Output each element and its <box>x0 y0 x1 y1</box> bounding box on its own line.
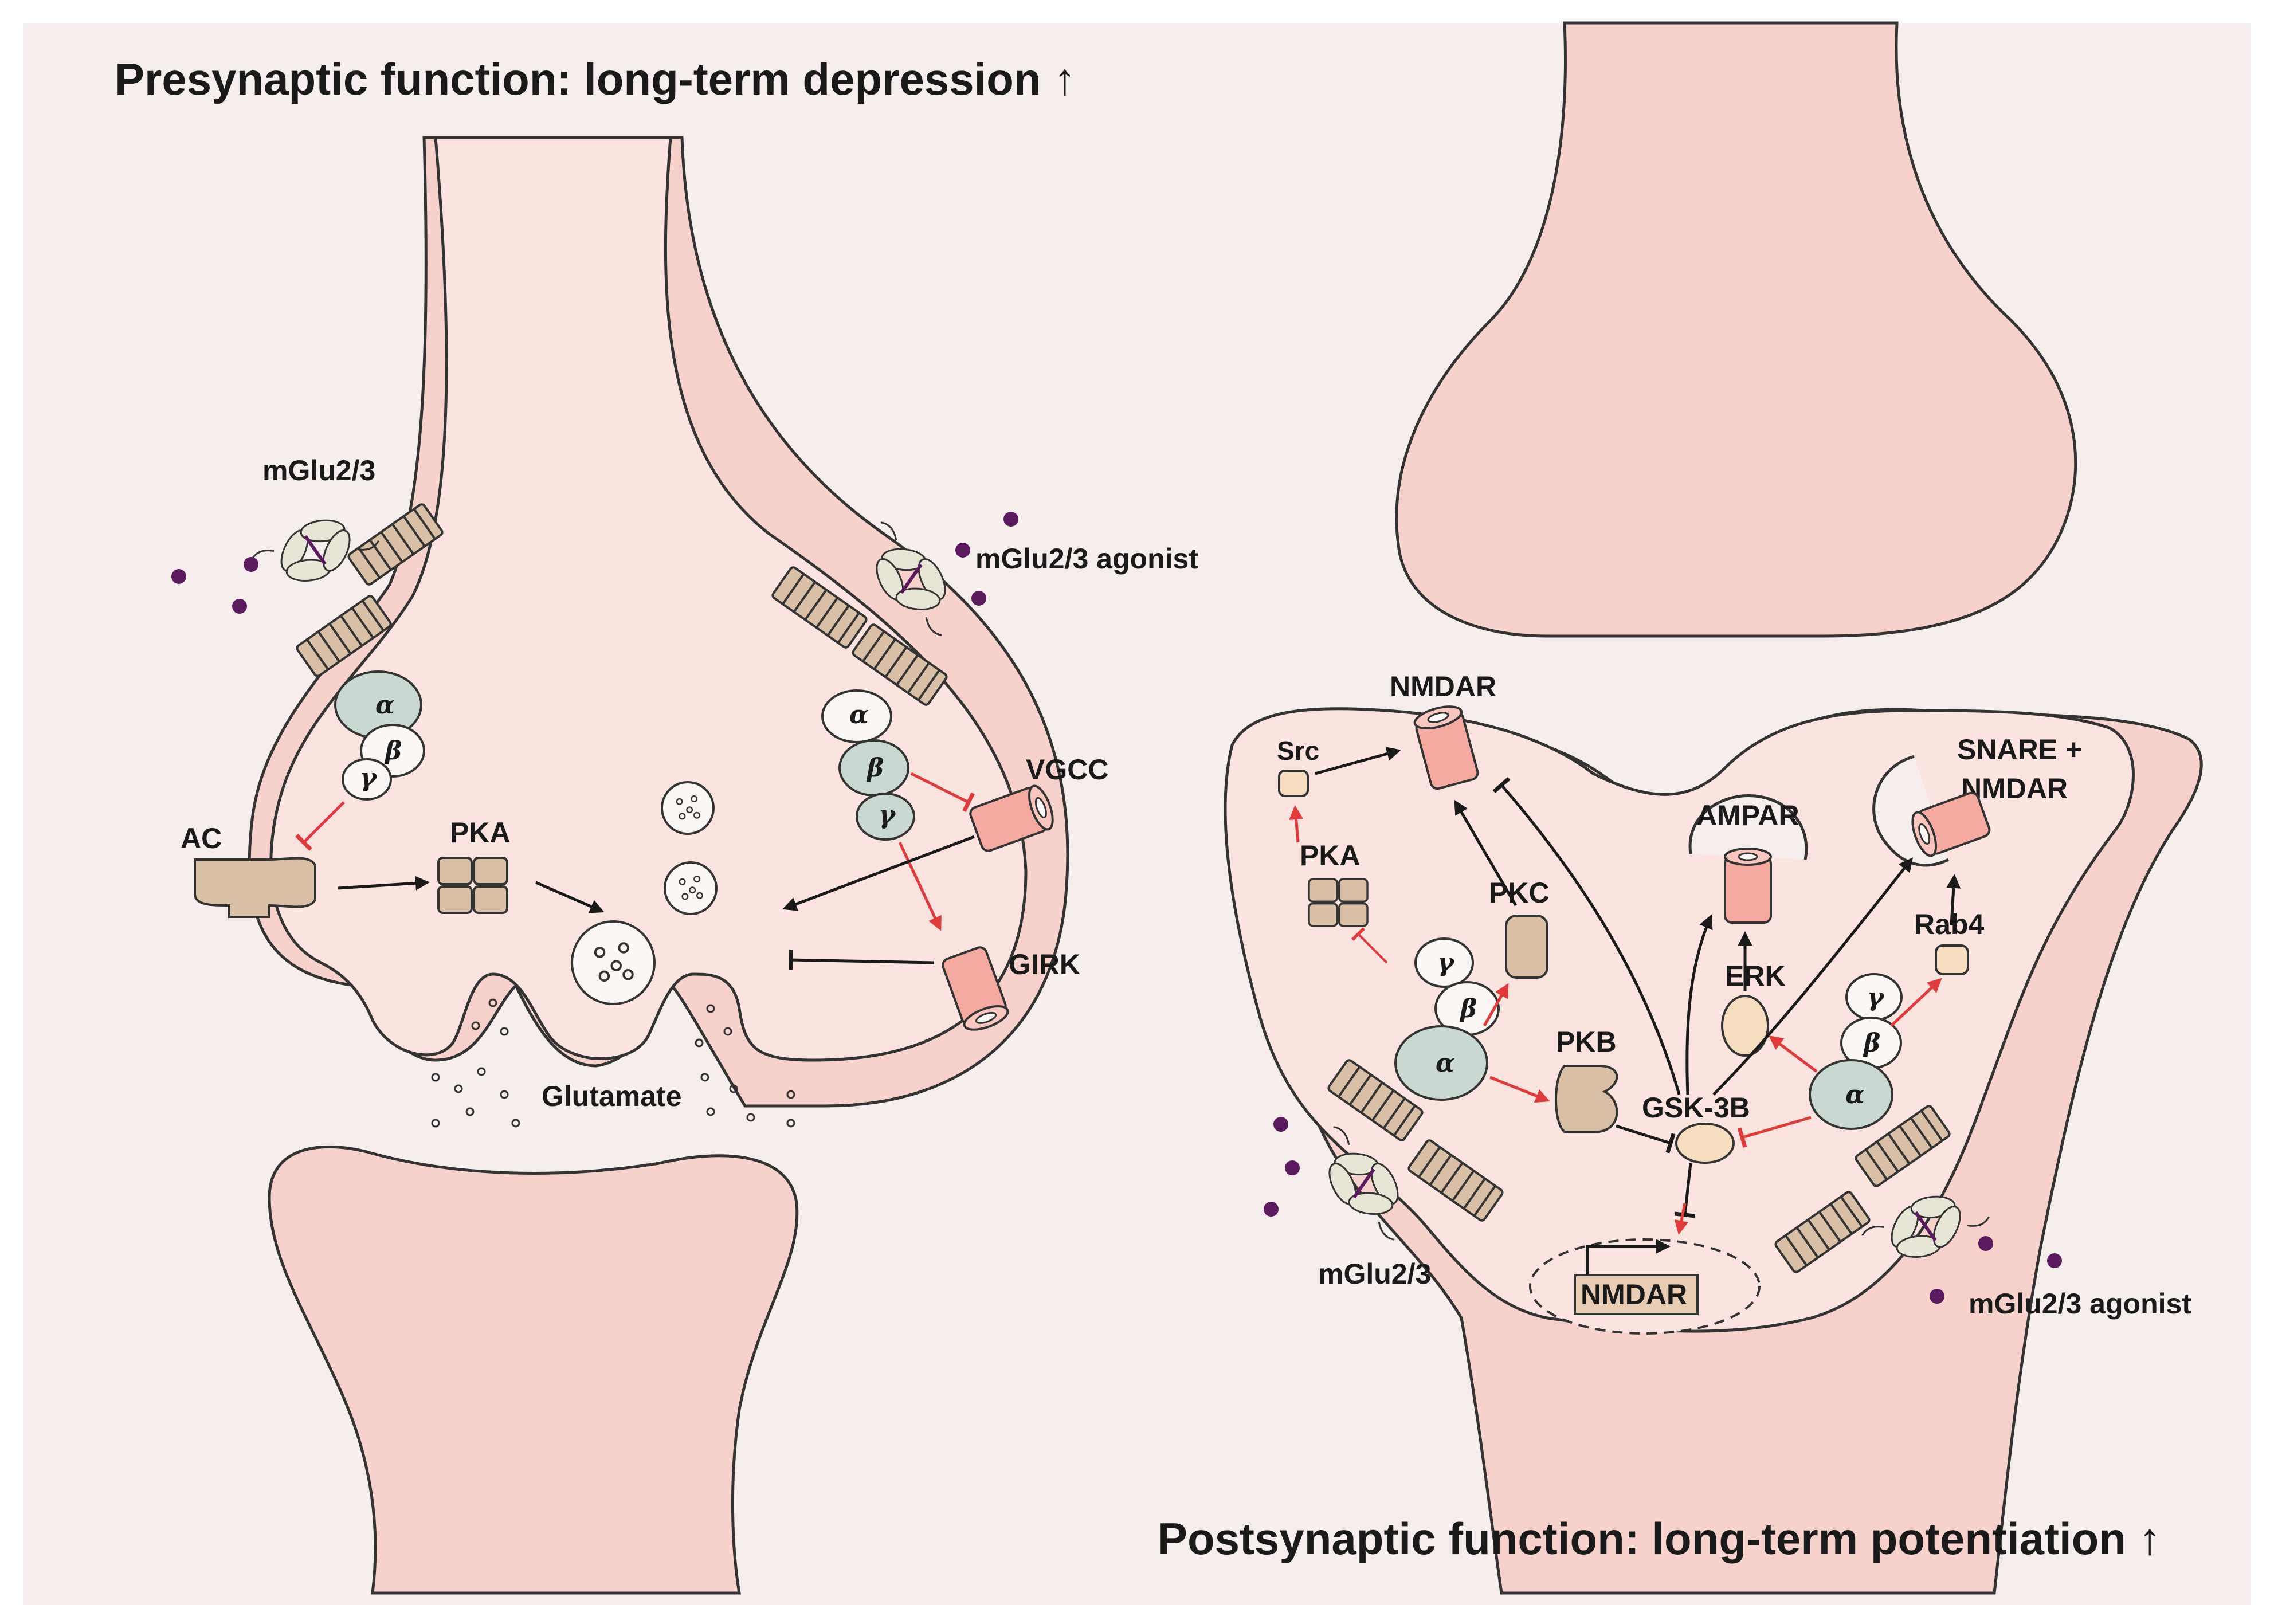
snare-label-line1: SNARE + <box>1957 733 2082 766</box>
gamma-subunit-label: γ <box>1437 948 1455 978</box>
pkb-kinase <box>1555 1065 1618 1133</box>
alpha-subunit-label: α <box>849 700 869 729</box>
gamma-subunit-label: γ <box>879 801 896 830</box>
gamma-subunit-label: γ <box>1867 983 1885 1012</box>
vgcc-channel <box>969 784 1054 852</box>
rab4-to-snare-nmdar <box>1946 874 1961 926</box>
gprotein-to-pkc <box>1483 983 1509 1027</box>
gprotein-inhibit-pka <box>1351 927 1388 964</box>
vgcc-to-release <box>782 835 975 911</box>
src-to-nmdar <box>1315 747 1401 775</box>
girk-label: GIRK <box>1009 948 1080 980</box>
pkb-inhibit-gsk3b <box>1616 1124 1676 1154</box>
postsynaptic-title: Postsynaptic function: long-term potenti… <box>1158 1513 2161 1564</box>
gsk3b-to-ampar <box>1685 914 1713 1095</box>
synaptic-vesicles <box>571 781 718 1005</box>
beta-subunit-label: β <box>866 754 884 783</box>
gprotein-to-erk <box>1769 1035 1818 1073</box>
beta-subunit-label: β <box>1459 994 1477 1023</box>
ac-enzyme <box>194 857 316 918</box>
erk-kinase <box>1721 995 1769 1057</box>
lower-dendrite <box>268 1145 799 1595</box>
presynaptic-terminal-inner <box>269 136 1028 1062</box>
presynaptic-gprotein-right: α β γ <box>821 689 915 841</box>
inhibit-gprotein-ac <box>295 801 345 851</box>
presynaptic-title: Presynaptic function: long-term depressi… <box>115 54 1076 104</box>
gsk3b-label: GSK-3B <box>1642 1092 1750 1124</box>
gsk3b-to-nucleus <box>1675 1163 1695 1218</box>
ac-label: AC <box>181 822 222 854</box>
presynaptic-panel: Presynaptic function: long-term depressi… <box>115 54 1198 1595</box>
presynaptic-agonist-label: mGlu2/3 agonist <box>975 543 1198 575</box>
gprotein-inhibit-gsk3b <box>1737 1116 1812 1148</box>
pkc-label: PKC <box>1489 877 1550 909</box>
ac-to-pka <box>338 876 430 891</box>
src-label: Src <box>1277 736 1319 766</box>
inhibit-gprotein-vgcc <box>910 772 975 813</box>
gsk3b-to-snare-nmdar <box>1712 857 1914 1096</box>
postsynaptic-panel: Postsynaptic function: long-term potenti… <box>1158 21 2203 1595</box>
nmdar-gene-label: NMDAR <box>1581 1278 1687 1311</box>
pkc-kinase <box>1505 915 1548 979</box>
girk-channel <box>942 946 1009 1031</box>
girk-inhibit-release <box>789 950 935 970</box>
rab4-protein <box>1935 944 1969 975</box>
gprotein-to-rab4 <box>1890 978 1942 1027</box>
gsk3b-kinase <box>1675 1123 1735 1164</box>
postsynaptic-gprotein-left: γ β α <box>1394 937 1500 1101</box>
gamma-subunit-label: γ <box>360 763 378 793</box>
beta-subunit-label: β <box>384 736 402 766</box>
nmdar-label: NMDAR <box>1390 670 1496 703</box>
erk-label: ERK <box>1725 960 1786 992</box>
postsynaptic-pka-label: PKA <box>1300 840 1361 872</box>
ampar-channel <box>1724 848 1772 924</box>
presynaptic-pka-label: PKA <box>450 817 511 849</box>
gsk3b-nucleus-red <box>1674 1203 1689 1235</box>
postsynaptic-gprotein-right: γ β α <box>1809 973 1903 1130</box>
alpha-subunit-label: α <box>1845 1080 1865 1109</box>
postsynaptic-agonist-label: mGlu2/3 agonist <box>1969 1288 2191 1320</box>
pka-to-src <box>1289 805 1304 843</box>
ampar-pocket <box>1688 794 1808 860</box>
beta-subunit-label: β <box>1863 1029 1880 1058</box>
glutamate-label: Glutamate <box>542 1080 682 1112</box>
gprotein-to-girk <box>898 841 942 931</box>
nmdar-gene-box <box>1574 1274 1699 1315</box>
presynaptic-agonist-dots <box>171 512 1018 614</box>
ampar-label: AMPAR <box>1696 799 1799 831</box>
postsynaptic-receptor-label: mGlu2/3 <box>1318 1258 1431 1290</box>
presynaptic-gprotein-left: α β γ <box>334 670 425 801</box>
vgcc-label: VGCC <box>1026 754 1108 786</box>
alpha-subunit-label: α <box>1436 1049 1455 1078</box>
pkb-label: PKB <box>1556 1026 1617 1058</box>
src-kinase <box>1278 770 1309 797</box>
upper-bouton <box>1395 21 2077 638</box>
pka-to-release <box>535 881 605 913</box>
glutamate-dots <box>431 998 795 1128</box>
gsk3b-inhibit-nmdar <box>1492 776 1681 1095</box>
rab4-label: Rab4 <box>1914 908 1984 940</box>
presynaptic-receptor-label: mGlu2/3 <box>262 454 375 487</box>
transcription-arrow <box>1586 1239 1671 1275</box>
gprotein-to-pkb <box>1489 1076 1550 1103</box>
snare-nmdar-channel <box>1911 791 1991 857</box>
alpha-subunit-label: α <box>375 691 395 720</box>
pkc-to-nmdar <box>1454 799 1518 907</box>
nmdar-top <box>1413 705 1479 790</box>
postsynaptic-agonist-dots <box>1264 1117 2062 1304</box>
